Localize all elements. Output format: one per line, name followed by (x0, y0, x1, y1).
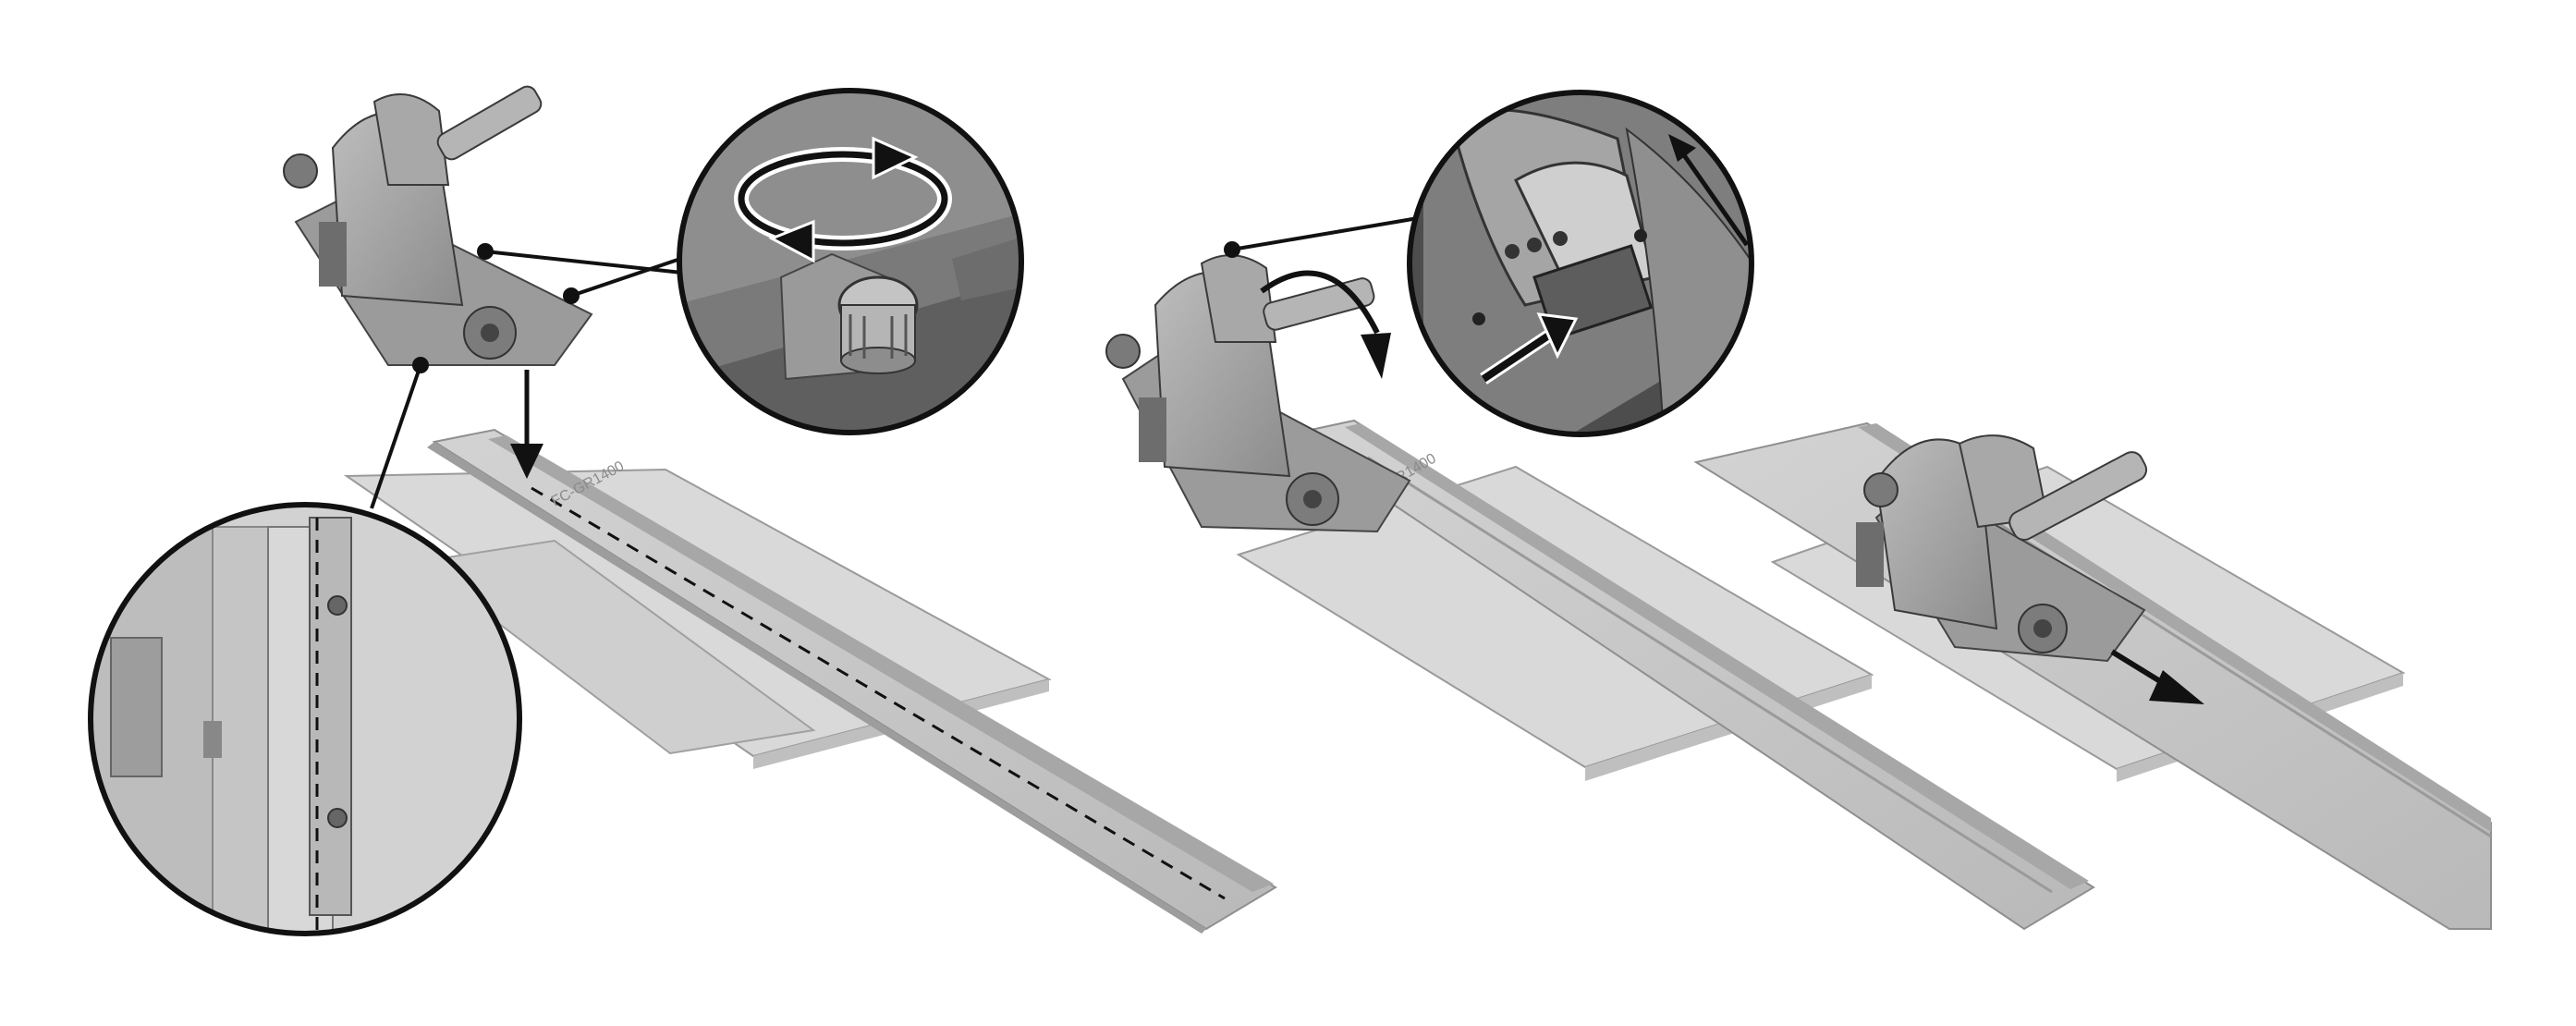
push-arrow-icon (1480, 312, 1579, 385)
plunge-saw-3 (1856, 434, 2148, 663)
plunge-saw-2 (1105, 254, 1411, 533)
slide-up-arrow-icon (1668, 134, 1750, 247)
callout-pointers-1 (370, 243, 687, 509)
plunge-saw-1 (283, 85, 593, 366)
callout-pointer-2 (1224, 215, 1424, 258)
step-1-group: FC-GR1400 (88, 85, 1277, 936)
curved-arrow-icon (1260, 270, 1391, 379)
down-arrow-icon (510, 370, 543, 479)
detail-circle-adjuster (677, 88, 1024, 435)
detail-circle-rail-edge (88, 502, 522, 936)
rotate-arrows-icon (734, 136, 952, 263)
rail-alignment-dashed-line (531, 486, 1226, 900)
direction-arrow-icon (2110, 649, 2204, 704)
guide-rail-1: FC-GR1400 (427, 428, 1277, 934)
step-3-group (1693, 421, 2492, 930)
step-2-group: FC-GR1400 (1105, 90, 2095, 931)
detail-circle-handle (1407, 90, 1754, 437)
